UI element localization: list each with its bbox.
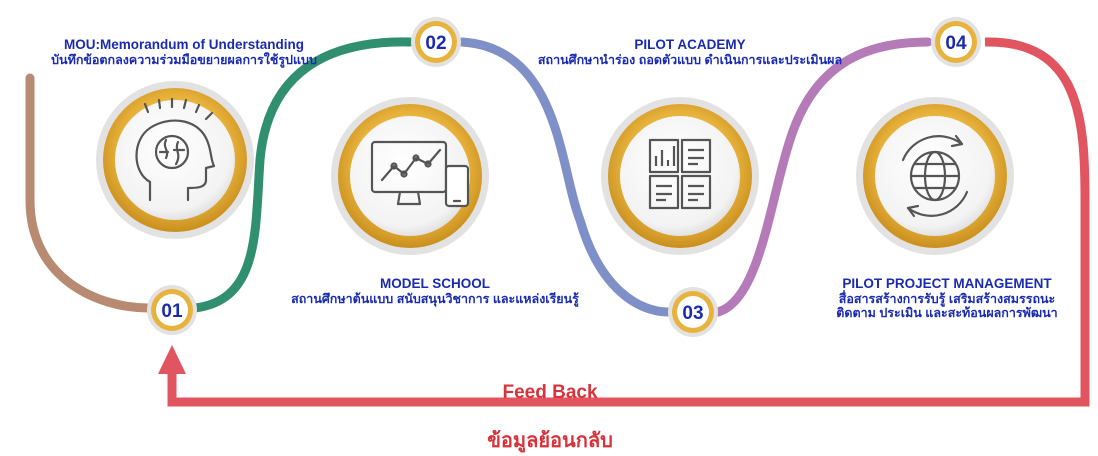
feedback-arrowhead	[158, 345, 186, 374]
step-02-label: MODEL SCHOOL สถานศึกษาต้นแบบ สนับสนุนวิช…	[235, 276, 635, 306]
globe-cycle-icon	[901, 134, 969, 218]
step-03-label: PILOT ACADEMY สถานศึกษานำร่อง ถอดตัวแบบ …	[490, 37, 890, 67]
step-04-subtitle-line1: สื่อสารสร้างการรับรู้ เสริมสร้างสมรรถนะ	[838, 291, 1056, 306]
path-segment-model-school	[190, 37, 415, 313]
brain-head-icon	[135, 97, 216, 202]
step-04-title: PILOT PROJECT MANAGEMENT	[842, 276, 1052, 291]
path-segment-project-mgmt	[713, 37, 933, 317]
step-02-title: MODEL SCHOOL	[379, 276, 490, 291]
monitor-chart-icon	[370, 140, 470, 208]
badge-04-number: 04	[945, 33, 967, 54]
feedback-path	[167, 37, 1090, 407]
path-segment-mou	[25, 73, 153, 313]
puzzle-dashboard-icon	[648, 138, 712, 210]
badge-02: 02	[411, 17, 461, 67]
medallion-01	[96, 81, 254, 239]
step-02-subtitle: สถานศึกษาต้นแบบ สนับสนุนวิชาการ และแหล่ง…	[291, 291, 579, 306]
path-segment-pilot-academy	[457, 37, 673, 317]
feedback-thai-label: ข้อมูลย้อนกลับ	[487, 430, 613, 452]
step-04-label: PILOT PROJECT MANAGEMENT สื่อสารสร้างการ…	[812, 276, 1082, 320]
step-03-title: PILOT ACADEMY	[634, 37, 746, 52]
badge-04: 04	[931, 17, 981, 67]
feedback-label: Feed Back	[502, 382, 598, 403]
medallion-02	[331, 97, 489, 255]
step-01-title: MOU:Memorandum of Understanding	[64, 37, 304, 52]
badge-01: 01	[147, 285, 197, 335]
step-03-subtitle: สถานศึกษานำร่อง ถอดตัวแบบ ดำเนินการและปร…	[537, 52, 843, 67]
badge-03-number: 03	[682, 303, 703, 324]
step-01-subtitle: บันทึกข้อตกลงความร่วมมือขยายผลการใช้รูปแ…	[51, 52, 317, 67]
step-04-subtitle-line2: ติดตาม ประเมิน และสะท้อนผลการพัฒนา	[836, 305, 1058, 320]
badge-02-number: 02	[425, 33, 446, 54]
medallion-03	[601, 97, 759, 255]
badge-03: 03	[668, 287, 718, 337]
step-01-label: MOU:Memorandum of Understanding บันทึกข้…	[4, 37, 364, 67]
badge-01-number: 01	[161, 301, 183, 322]
